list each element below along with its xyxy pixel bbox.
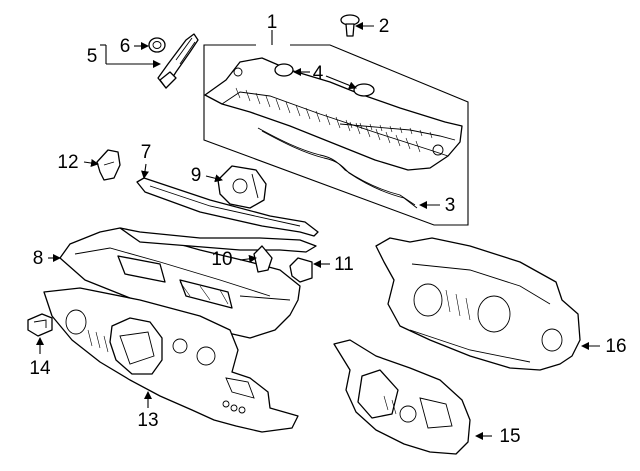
leader-lines: [36, 22, 600, 440]
part-8-cowl-member: [59, 227, 317, 339]
part-9-block: [217, 165, 267, 209]
part-12-bracket: [96, 149, 121, 181]
part-2-clip: [340, 14, 360, 37]
callout-6: 6: [120, 36, 131, 57]
callout-14: 14: [29, 358, 51, 379]
callout-4: 4: [313, 63, 324, 84]
callout-8: 8: [33, 248, 44, 269]
part-1-box: [203, 30, 469, 226]
callout-15: 15: [499, 426, 520, 447]
callout-2: 2: [379, 16, 390, 37]
callout-9: 9: [191, 165, 202, 186]
callout-12: 12: [57, 152, 78, 173]
cowl-panel: [204, 57, 463, 209]
part-13-insulator: [43, 287, 299, 433]
part-10-11: [253, 245, 313, 283]
part-15-insulator: [333, 339, 471, 455]
part-16-insulator: [375, 237, 581, 371]
callout-11: 11: [334, 254, 354, 275]
callout-7: 7: [141, 142, 152, 163]
part-5-6: [148, 33, 199, 89]
callout-3: 3: [445, 195, 456, 216]
callout-5: 5: [87, 46, 98, 67]
callout-10: 10: [211, 249, 232, 270]
callout-1: 1: [267, 12, 278, 33]
callout-16: 16: [605, 336, 626, 357]
callout-13: 13: [137, 410, 158, 431]
part-7-seal: [136, 177, 319, 237]
part-14-clip: [27, 313, 53, 337]
